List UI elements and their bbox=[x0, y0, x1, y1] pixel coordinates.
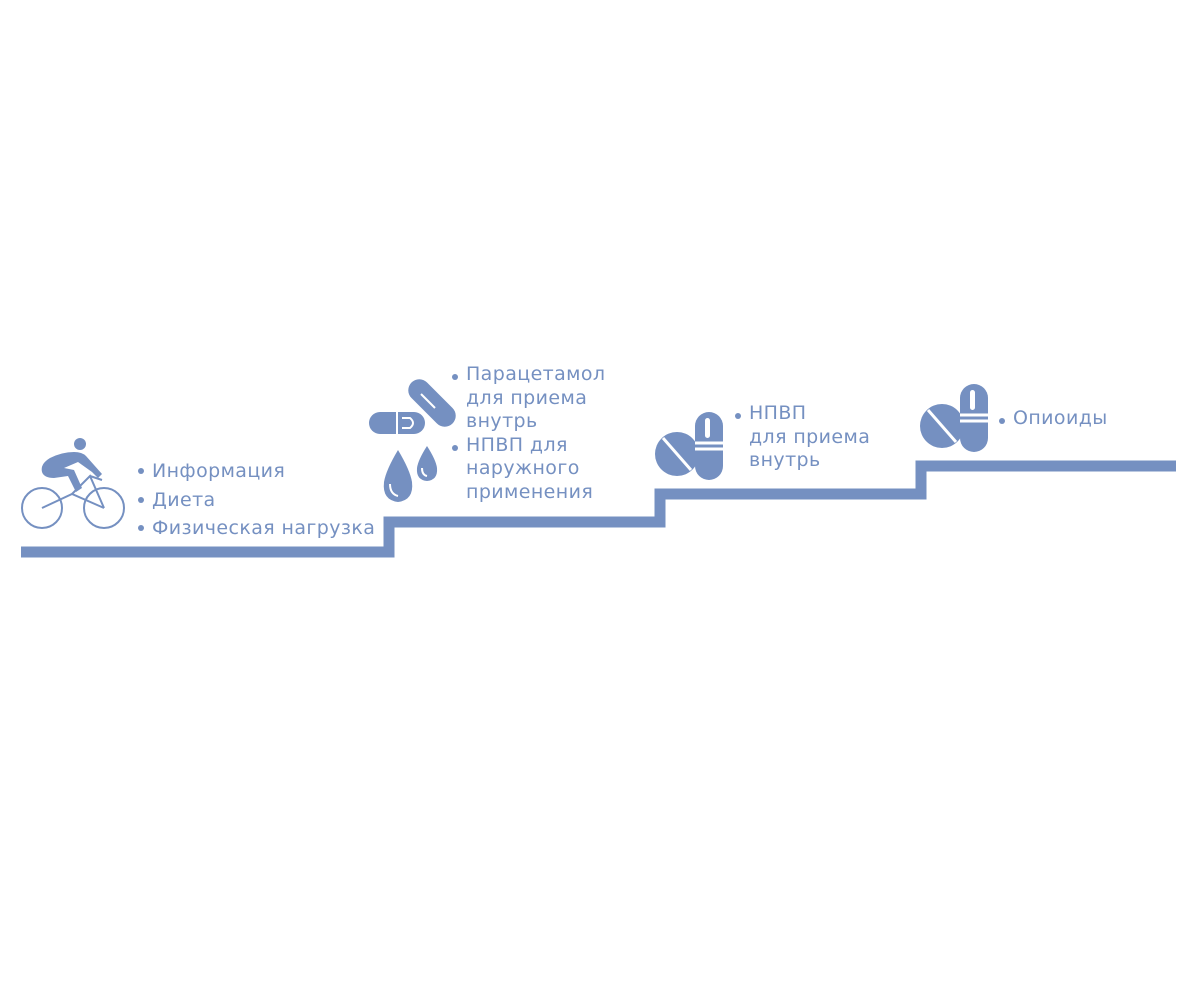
list-item-text: Информация bbox=[152, 460, 286, 482]
list-item-continuation: для приема bbox=[452, 387, 605, 411]
list-item-text: Парацетамол bbox=[466, 363, 606, 385]
bullet-icon bbox=[735, 413, 741, 419]
list-item-text: внутрь bbox=[749, 449, 821, 471]
step-1-list: Информация Диета Физическая нагрузка bbox=[138, 457, 375, 543]
step-4-list: Опиоиды bbox=[999, 407, 1108, 431]
list-item: Физическая нагрузка bbox=[138, 514, 375, 543]
tablet-and-capsule-icon bbox=[655, 412, 723, 480]
list-item-text: Физическая нагрузка bbox=[152, 517, 376, 539]
list-item-continuation: для приема bbox=[735, 426, 870, 450]
list-item-text: НПВП для bbox=[466, 433, 568, 456]
list-item: НПВП bbox=[735, 402, 870, 426]
list-item-text: Опиоиды bbox=[1013, 407, 1108, 429]
list-item: Опиоиды bbox=[999, 407, 1108, 431]
bullet-icon bbox=[138, 525, 144, 531]
step-3-list: НПВП для приема внутрь bbox=[735, 402, 870, 473]
drops-icon bbox=[383, 446, 438, 502]
bullet-icon bbox=[452, 374, 458, 380]
list-item: НПВП для bbox=[452, 434, 605, 458]
list-item-continuation: применения bbox=[452, 481, 605, 505]
list-item: Парацетамол bbox=[452, 363, 605, 387]
cyclist-icon bbox=[21, 438, 125, 529]
list-item-text: для приема bbox=[749, 425, 871, 448]
list-item-text: применения bbox=[466, 480, 594, 503]
step-2-list: Парацетамол для приема внутрь НПВП для н… bbox=[452, 363, 605, 504]
list-item-continuation: внутрь bbox=[452, 410, 605, 434]
bullet-icon bbox=[138, 468, 144, 474]
list-item-text: Диета bbox=[152, 488, 216, 511]
tablet-and-capsule-icon bbox=[920, 384, 988, 452]
list-item-text: НПВП bbox=[749, 402, 807, 424]
list-item-text: наружного bbox=[466, 457, 580, 479]
capsule-icon bbox=[369, 379, 456, 434]
bullet-icon bbox=[138, 496, 144, 503]
list-item-continuation: наружного bbox=[452, 457, 605, 481]
list-item: Диета bbox=[138, 486, 375, 515]
list-item: Информация bbox=[138, 457, 375, 486]
bullet-icon bbox=[999, 418, 1005, 424]
bullet-icon bbox=[452, 444, 458, 451]
list-item-continuation: внутрь bbox=[735, 449, 870, 473]
list-item-text: для приема bbox=[466, 386, 588, 409]
list-item-text: внутрь bbox=[466, 410, 538, 432]
